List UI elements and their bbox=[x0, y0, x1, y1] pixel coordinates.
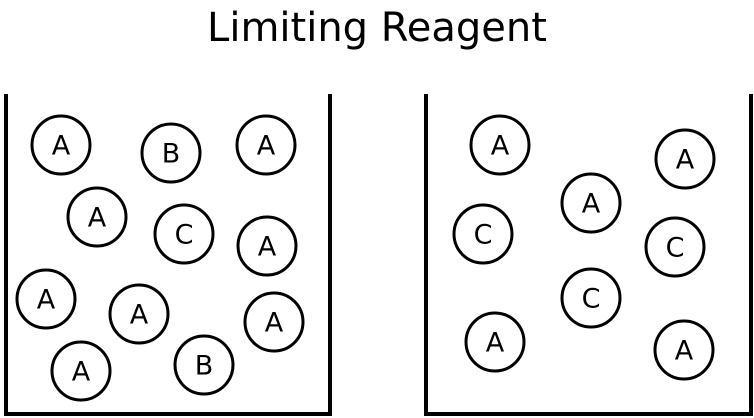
particle-circle bbox=[644, 216, 706, 278]
particle-label: A bbox=[72, 357, 91, 388]
particle-label: A bbox=[491, 131, 510, 162]
particle-circle bbox=[243, 291, 305, 353]
particle-label: C bbox=[175, 220, 194, 251]
particle-circle bbox=[560, 267, 622, 329]
before-container bbox=[4, 94, 332, 416]
particle-circle bbox=[15, 268, 77, 330]
particle-a: A bbox=[464, 311, 526, 373]
particle-circle bbox=[653, 319, 715, 381]
particle-a: A bbox=[653, 319, 715, 381]
particle-label: C bbox=[474, 220, 493, 251]
particle-a: A bbox=[654, 128, 716, 190]
after-container bbox=[424, 94, 753, 416]
particle-label: A bbox=[582, 189, 601, 220]
particle-label: A bbox=[130, 300, 149, 331]
particle-circle bbox=[50, 340, 112, 402]
particle-circle bbox=[236, 215, 298, 277]
particle-a: A bbox=[30, 114, 92, 176]
particle-label: B bbox=[195, 351, 214, 382]
particle-label: A bbox=[52, 131, 71, 162]
particle-circle bbox=[469, 114, 531, 176]
particle-circle bbox=[173, 334, 235, 396]
particle-circle bbox=[108, 283, 170, 345]
particle-a: A bbox=[15, 268, 77, 330]
particle-label: C bbox=[666, 233, 685, 264]
particle-circle bbox=[30, 114, 92, 176]
particle-a: A bbox=[235, 114, 297, 176]
particle-label: C bbox=[582, 284, 601, 315]
particle-label: A bbox=[257, 131, 276, 162]
particle-a: A bbox=[560, 172, 622, 234]
particle-label: A bbox=[37, 285, 56, 316]
particle-circle bbox=[654, 128, 716, 190]
particle-circle bbox=[66, 186, 128, 248]
particle-c: C bbox=[644, 216, 706, 278]
particle-label: B bbox=[162, 139, 181, 170]
particle-label: A bbox=[88, 203, 107, 234]
particle-circle bbox=[452, 203, 514, 265]
particle-c: C bbox=[452, 203, 514, 265]
particle-a: A bbox=[108, 283, 170, 345]
particle-c: C bbox=[560, 267, 622, 329]
particle-circle bbox=[153, 203, 215, 265]
particle-label: A bbox=[486, 328, 505, 359]
particle-a: A bbox=[50, 340, 112, 402]
particle-a: A bbox=[66, 186, 128, 248]
particle-c: C bbox=[153, 203, 215, 265]
particle-b: B bbox=[140, 122, 202, 184]
particle-b: B bbox=[173, 334, 235, 396]
particle-circle bbox=[235, 114, 297, 176]
particle-label: A bbox=[265, 308, 284, 339]
particle-a: A bbox=[469, 114, 531, 176]
particle-label: A bbox=[675, 336, 694, 367]
particle-circle bbox=[464, 311, 526, 373]
particle-a: A bbox=[236, 215, 298, 277]
particle-a: A bbox=[243, 291, 305, 353]
particle-circle bbox=[140, 122, 202, 184]
particle-label: A bbox=[676, 145, 695, 176]
particle-circle bbox=[560, 172, 622, 234]
particle-label: A bbox=[258, 232, 277, 263]
diagram-title: Limiting Reagent bbox=[207, 5, 547, 51]
